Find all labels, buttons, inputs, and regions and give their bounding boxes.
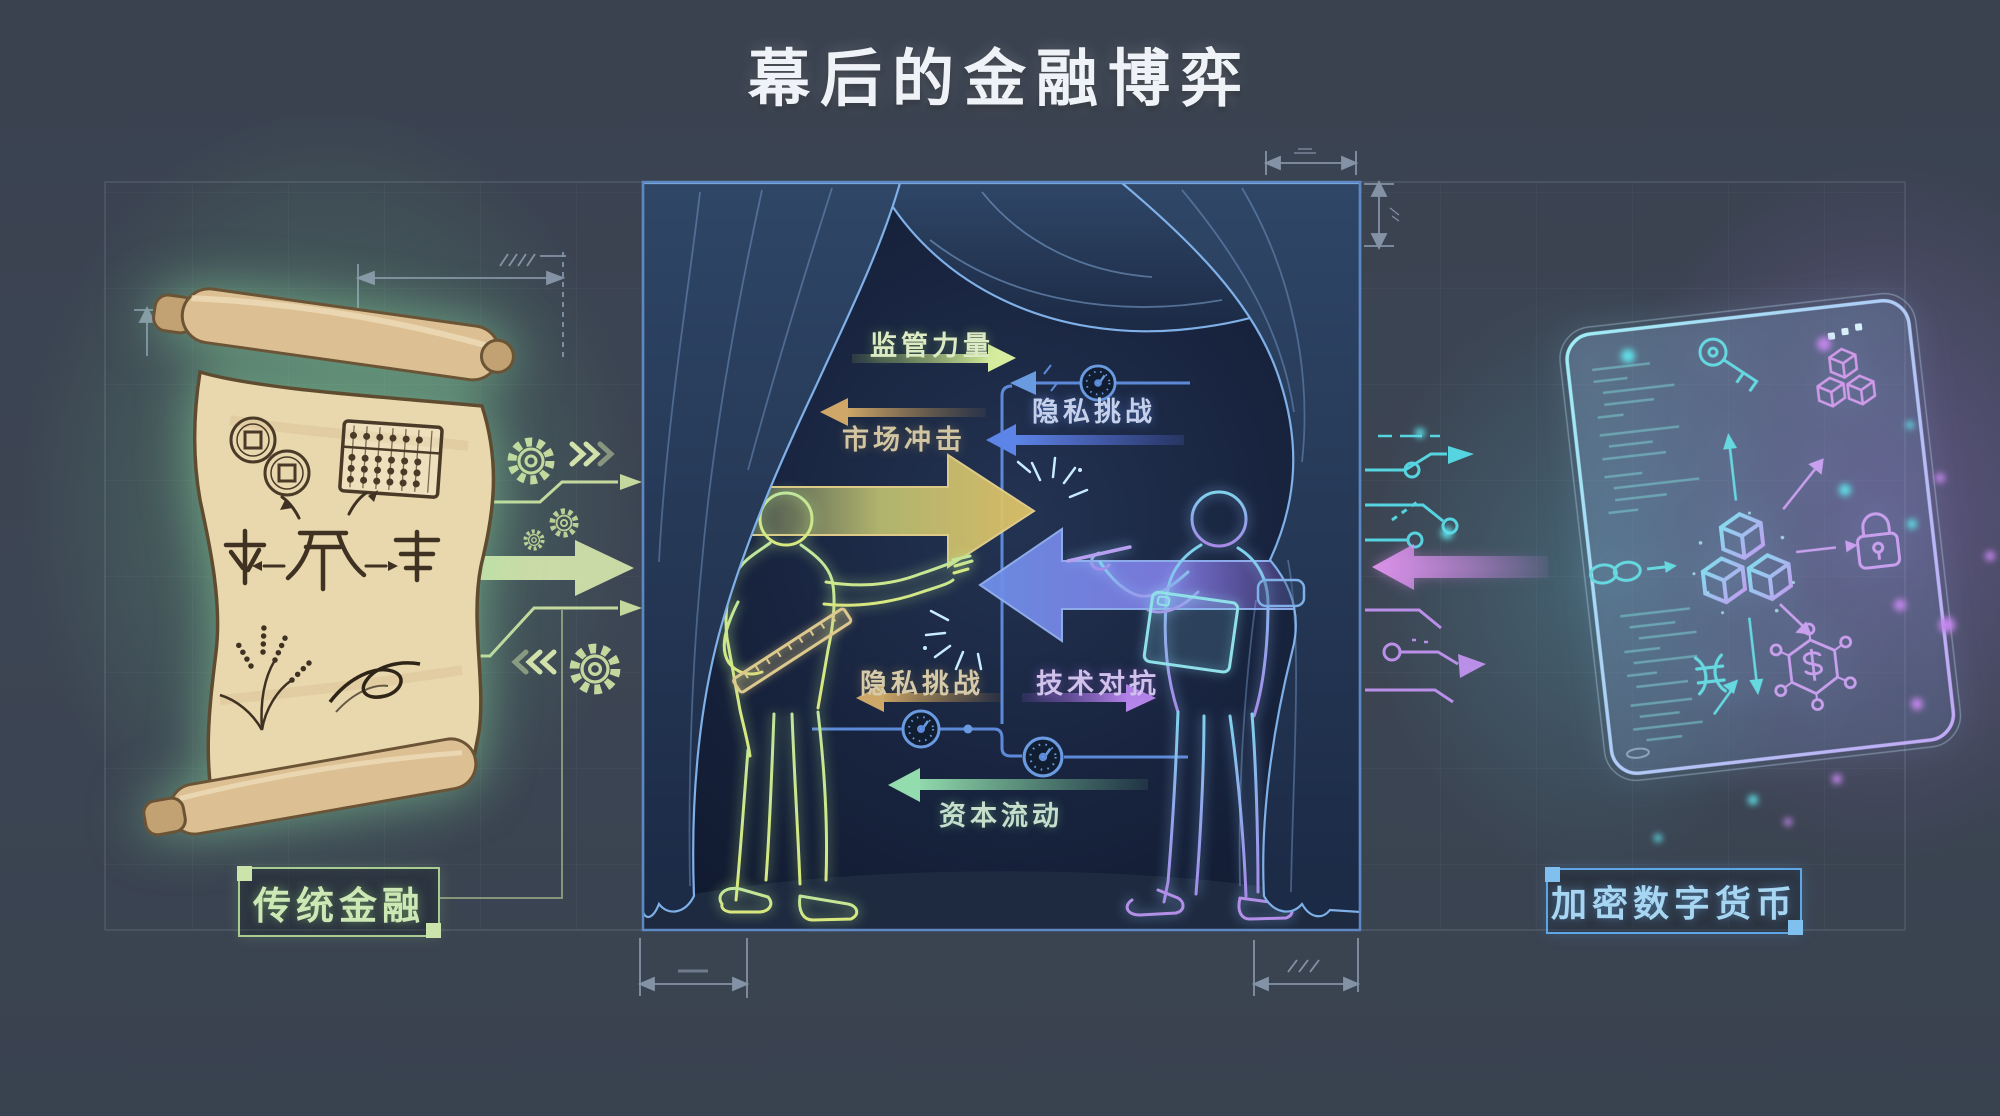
home-slot: [1625, 747, 1650, 759]
scroll-knob: [142, 796, 187, 837]
traditional-finance-label-box: 传统金融: [237, 866, 441, 938]
ancient-coin-icon: [229, 416, 277, 464]
gauge-circuit: [812, 364, 1190, 778]
abacus-icon: [338, 419, 444, 499]
flow-label-market-shock: 市场冲击: [842, 425, 966, 455]
flow-label-regulation: 监管力量: [870, 331, 994, 361]
traditional-finance-label: 传统金融: [252, 885, 425, 928]
curtains: [641, 181, 1362, 919]
lock-icon: [1855, 512, 1902, 570]
regulation-arrow: [852, 354, 990, 363]
blue-collision-arrow: [978, 527, 1319, 643]
flow-label-privacy-top: 隐私挑战: [1032, 397, 1156, 427]
shoe: [718, 886, 773, 914]
privacy-arrow-bottom: [880, 693, 1002, 702]
pen-icon: [1066, 545, 1132, 563]
tablet-menu-dots: [1827, 323, 1863, 340]
silk-ribbon-icon: [328, 661, 421, 713]
rice-plant-icon: [219, 623, 312, 731]
gauge-icon: [901, 709, 941, 749]
glow-particles: [1415, 337, 1995, 842]
cube-sparkles: [1692, 511, 1796, 615]
crypto-label: 加密数字货币: [1550, 883, 1797, 924]
chain-link-icon: [1588, 560, 1677, 585]
stage: [641, 180, 1362, 932]
currency-glyph-icon: [1693, 653, 1728, 696]
corner-handle: [1788, 920, 1803, 935]
code-lines: [1592, 362, 1703, 742]
key-icon: [1698, 337, 1759, 393]
stage-border: [641, 180, 1362, 932]
flow-label-tech-confrontation: 技术对抗: [1036, 669, 1160, 699]
tablet-illustration: [1559, 292, 1962, 782]
ancient-script-sketch: [223, 490, 441, 592]
shoe: [1125, 888, 1185, 917]
gauge-icon: [1022, 736, 1064, 778]
stage-floor: [643, 871, 1360, 930]
clipboard-icon: [1142, 590, 1240, 674]
pink-left-arrow: [1372, 544, 1548, 590]
left-curtain: [641, 181, 902, 919]
tech-arrow: [1022, 693, 1128, 702]
crypto-circuit: [1365, 434, 1548, 704]
corner-handle: [1545, 867, 1560, 882]
ancient-coin-icon: [263, 449, 311, 497]
shoe: [798, 894, 859, 922]
screen-arrows: [1712, 432, 1858, 716]
capital-arrow: [916, 779, 1148, 790]
corner-handle: [237, 866, 252, 881]
crypto-label-box: 加密数字货币: [1545, 867, 1803, 935]
curtain-tieback: [1256, 578, 1306, 608]
corner-handle: [426, 923, 441, 938]
ruler-icon: [732, 607, 853, 694]
flow-label-capital-flow: 资本流动: [939, 801, 1063, 831]
market-shock-arrow: [846, 408, 986, 417]
big-green-arrow: [428, 540, 634, 596]
page-title: 幕后的金融博弈: [747, 45, 1252, 114]
dimension-annotations: [134, 148, 1400, 998]
flow-label-privacy-bottom: 隐私挑战: [860, 669, 984, 699]
privacy-arrow-top: [1014, 435, 1184, 445]
scroll-illustration: [142, 287, 515, 837]
collision-sparks: [923, 456, 1089, 671]
right-curtain: [1118, 181, 1362, 918]
flow-arrows: [820, 344, 1184, 802]
